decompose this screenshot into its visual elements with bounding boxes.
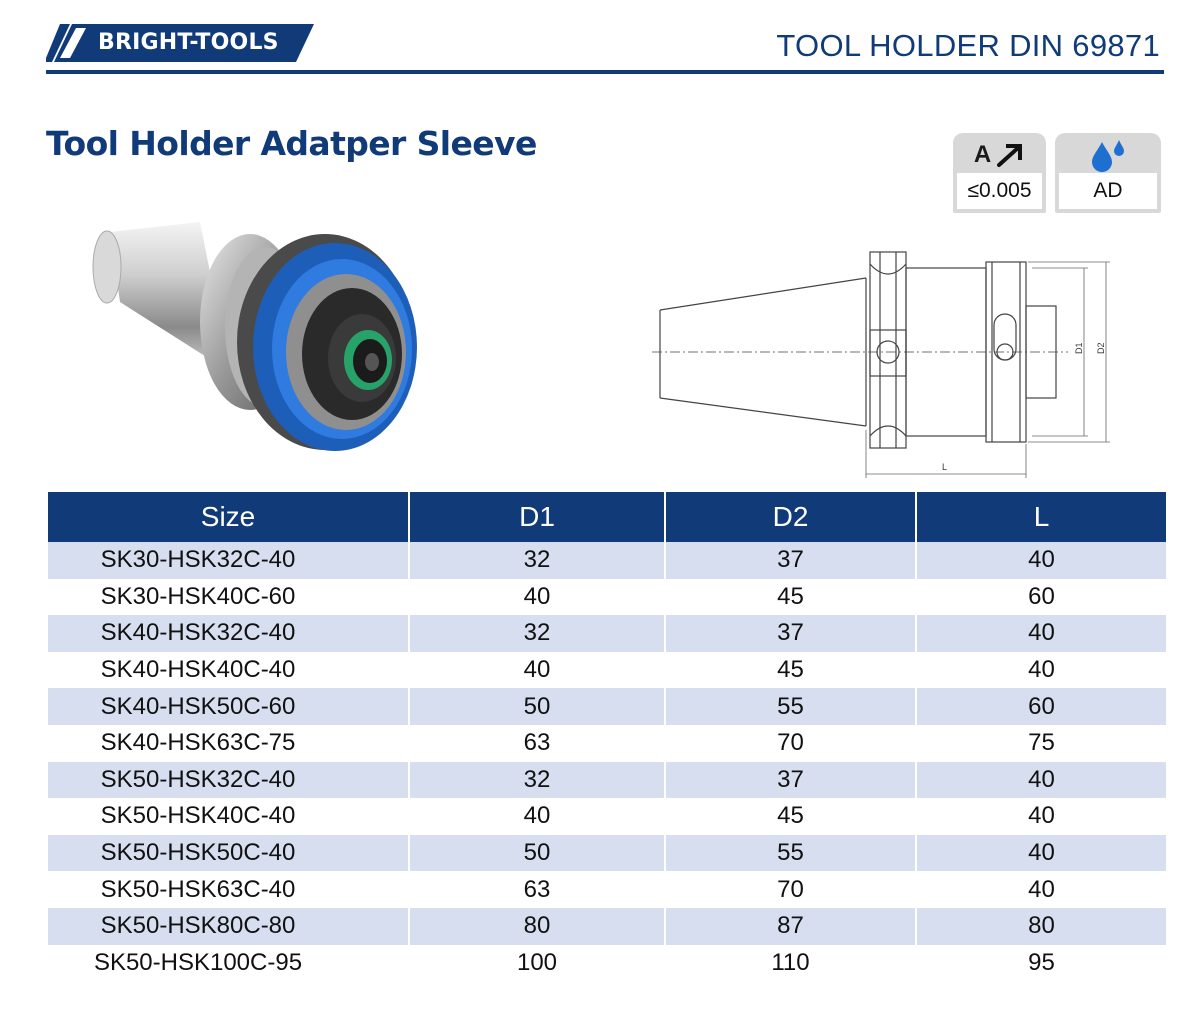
cell-l: 40 xyxy=(915,651,1166,689)
table-header-row: Size D1 D2 L xyxy=(48,492,1166,542)
cell-d2: 110 xyxy=(664,944,916,982)
d1-dimension-label: D1 xyxy=(1074,342,1084,354)
table-row: SK50-HSK40C-40 40 45 40 xyxy=(48,798,1166,835)
accuracy-letter: A xyxy=(973,141,992,168)
cell-size: SK50-HSK80C-80 xyxy=(48,907,409,945)
cell-size: SK50-HSK50C-40 xyxy=(48,834,409,872)
cell-l: 40 xyxy=(915,615,1166,652)
cell-size: SK50-HSK63C-40 xyxy=(48,871,409,908)
cell-d1: 32 xyxy=(408,542,665,579)
document-title: TOOL HOLDER DIN 69871 xyxy=(776,28,1160,63)
cell-l: 40 xyxy=(915,798,1166,835)
cell-d1: 63 xyxy=(408,724,665,762)
coolant-badge: AD xyxy=(1055,133,1161,213)
page-title: Tool Holder Adatper Sleeve xyxy=(46,124,537,163)
coolant-drops-icon xyxy=(1092,140,1124,172)
cell-l: 60 xyxy=(915,688,1166,725)
cell-size: SK50-HSK100C-95 xyxy=(48,944,409,982)
cell-size: SK50-HSK40C-40 xyxy=(48,798,409,835)
cell-d1: 32 xyxy=(408,761,665,799)
cell-size: SK40-HSK40C-40 xyxy=(48,651,409,689)
l-dimension-label: L xyxy=(942,462,947,472)
header-divider xyxy=(46,70,1164,74)
cell-d2: 45 xyxy=(664,798,916,835)
cell-d1: 50 xyxy=(408,834,665,872)
table-row: SK50-HSK100C-95 100 110 95 xyxy=(48,944,1166,982)
table-row: SK50-HSK63C-40 63 70 40 xyxy=(48,871,1166,908)
table-row: SK50-HSK50C-40 50 55 40 xyxy=(48,834,1166,872)
cell-size: SK40-HSK50C-60 xyxy=(48,688,409,725)
table-row: SK50-HSK32C-40 32 37 40 xyxy=(48,761,1166,799)
arrow-up-right-icon xyxy=(997,144,1023,167)
cell-d2: 37 xyxy=(664,615,916,652)
cell-d1: 100 xyxy=(408,944,665,982)
cell-d1: 50 xyxy=(408,688,665,725)
cell-size: SK30-HSK32C-40 xyxy=(48,542,409,579)
cell-d1: 40 xyxy=(408,798,665,835)
cell-l: 95 xyxy=(915,944,1166,982)
brand-name: BRIGHT-TOOLS xyxy=(98,30,279,55)
cell-size: SK50-HSK32C-40 xyxy=(48,761,409,799)
cell-d2: 45 xyxy=(664,578,916,616)
cell-d1: 32 xyxy=(408,615,665,652)
cell-d2: 70 xyxy=(664,871,916,908)
cell-d1: 80 xyxy=(408,907,665,945)
brand-logo: BRIGHT-TOOLS xyxy=(46,22,316,64)
cell-d2: 70 xyxy=(664,724,916,762)
cell-d1: 40 xyxy=(408,651,665,689)
cell-l: 60 xyxy=(915,578,1166,616)
cell-l: 80 xyxy=(915,907,1166,945)
header-d2: D2 xyxy=(664,492,916,542)
header-size: Size xyxy=(48,492,409,542)
table-row: SK30-HSK32C-40 32 37 40 xyxy=(48,542,1166,579)
d2-dimension-label: D2 xyxy=(1096,342,1106,354)
header-l: L xyxy=(915,492,1166,542)
cell-l: 75 xyxy=(915,724,1166,762)
cell-size: SK40-HSK32C-40 xyxy=(48,615,409,652)
cell-d2: 45 xyxy=(664,651,916,689)
cell-l: 40 xyxy=(915,761,1166,799)
header-d1: D1 xyxy=(408,492,665,542)
spec-table: Size D1 D2 L SK30-HSK32C-40 32 37 40 SK3… xyxy=(48,492,1166,982)
table-row: SK40-HSK40C-40 40 45 40 xyxy=(48,651,1166,689)
table-row: SK50-HSK80C-80 80 87 80 xyxy=(48,907,1166,945)
cell-d2: 37 xyxy=(664,542,916,579)
table-row: SK30-HSK40C-60 40 45 60 xyxy=(48,578,1166,616)
technical-drawing: D1 D2 L xyxy=(652,251,1110,478)
cell-size: SK40-HSK63C-75 xyxy=(48,724,409,762)
cell-d1: 40 xyxy=(408,578,665,616)
cell-d1: 63 xyxy=(408,871,665,908)
cell-d2: 37 xyxy=(664,761,916,799)
cell-l: 40 xyxy=(915,542,1166,579)
coolant-value: AD xyxy=(1059,173,1157,209)
cell-d2: 87 xyxy=(664,907,916,945)
accuracy-value: ≤0.005 xyxy=(957,173,1042,209)
table-row: SK40-HSK63C-75 63 70 75 xyxy=(48,724,1166,762)
cell-l: 40 xyxy=(915,871,1166,908)
cell-d2: 55 xyxy=(664,834,916,872)
brand-logo-shape xyxy=(46,24,314,62)
cell-d2: 55 xyxy=(664,688,916,725)
accuracy-badge: A ≤0.005 xyxy=(953,133,1046,213)
product-photo xyxy=(92,222,417,451)
table-row: SK40-HSK32C-40 32 37 40 xyxy=(48,615,1166,652)
cell-size: SK30-HSK40C-60 xyxy=(48,578,409,616)
table-row: SK40-HSK50C-60 50 55 60 xyxy=(48,688,1166,725)
cell-l: 40 xyxy=(915,834,1166,872)
